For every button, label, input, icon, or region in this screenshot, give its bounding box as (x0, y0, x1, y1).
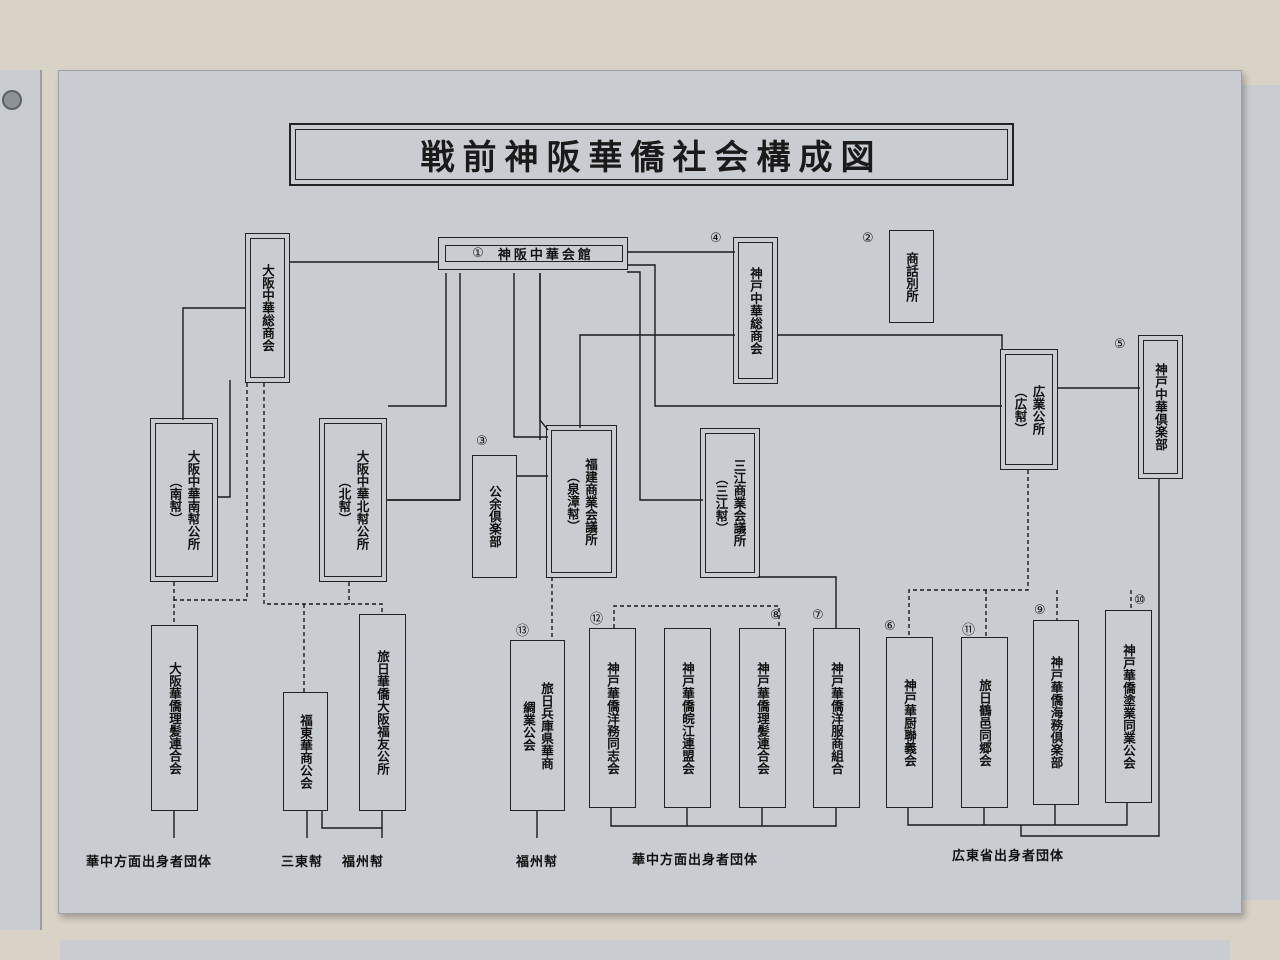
node-number-10: ⑩ (1134, 593, 1146, 608)
node-label: 大阪華僑理髪連合会 (167, 661, 182, 775)
node-sublabel: （三江幇） (713, 471, 729, 535)
node-b2: 福東華商公会 (283, 692, 328, 811)
node-label: 広業公所 (1030, 384, 1046, 435)
node-number-2: ② (862, 231, 874, 246)
node-label: 大阪中華総商会 (260, 264, 275, 352)
node-sublabel: （南幇） (167, 475, 183, 525)
adjacent-panel-bottom (60, 940, 1230, 960)
diagram-title: 戦前神阪華僑社会構成図 (295, 129, 1008, 180)
node-label: 神戸華僑理髪連合会 (755, 661, 770, 775)
node-label: 福建商業会議所 (583, 457, 598, 546)
node-kobe-soushoukai: 神戸中華総商会 (733, 237, 778, 384)
node-label: 大阪中華北幇公所 (354, 450, 370, 550)
node-b7: 神戸華僑理髪連合会 (739, 628, 786, 808)
node-b12: 神戸華僑塗業同業公会 (1105, 610, 1152, 803)
node-label: 神戸華僑洋務同志会 (605, 661, 620, 775)
node-label: 公余倶楽部 (487, 485, 502, 548)
node-label: 神戸華僑塗業同業公会 (1121, 644, 1136, 769)
node-shouwa-bessho: 商話別所 (889, 230, 934, 323)
node-osaka-soushoukai: 大阪中華総商会 (245, 233, 290, 383)
node-kobe-club: 神戸中華倶楽部 (1138, 335, 1183, 479)
node-b11: 神戸華僑海務倶楽部 (1033, 620, 1079, 805)
node-label: 神戸中華倶楽部 (1153, 363, 1168, 451)
node-b4: 旅日兵庫県華商 綢業公会 (510, 640, 565, 811)
node-label: 神戸中華総商会 (748, 266, 763, 355)
node-b5: 神戸華僑洋務同志会 (589, 628, 636, 808)
node-b1: 大阪華僑理髪連合会 (151, 625, 198, 811)
node-label: 旅日華僑大阪福友公所 (375, 650, 390, 775)
footer-label-kachu-1: 華中方面出身者団体 (86, 855, 213, 870)
node-number-9: ⑨ (1034, 603, 1046, 618)
node-label: 神戸華僑洋服商組合 (829, 661, 844, 775)
node-b6: 神戸華僑皖江連盟会 (664, 628, 711, 808)
node-label: 神阪中華会館 (497, 248, 594, 263)
wall-pin-icon (2, 90, 22, 110)
node-b9: 神戸華厨聯義会 (886, 637, 933, 808)
node-number-3: ③ (476, 434, 488, 449)
node-number-8: ⑧ (770, 608, 782, 623)
node-sublabel: （広幇） (1012, 384, 1028, 435)
node-number-11: ⑪ (962, 623, 976, 638)
node-sublabel: （北幇） (336, 475, 352, 525)
footer-label-santou: 三東幇 (281, 855, 324, 870)
node-number-13: ⑬ (516, 624, 530, 639)
footer-label-kachu-2: 華中方面出身者団体 (632, 853, 759, 868)
node-label: 大阪中華南幇公所 (185, 450, 201, 550)
node-label: 旅日兵庫県華商 (539, 681, 554, 770)
node-number-5: ⑤ (1114, 337, 1126, 352)
node-label: 神戸華厨聯義会 (902, 678, 917, 767)
title-frame: 戦前神阪華僑社会構成図 (289, 123, 1014, 186)
node-number-7: ⑦ (812, 608, 824, 623)
node-number-4: ④ (710, 231, 722, 246)
node-kanton-kousho: 広業公所 （広幇） (1000, 349, 1058, 470)
footer-label-fukushu-2: 福州幇 (516, 855, 559, 870)
node-b10: 旅日鶴邑同郷会 (961, 637, 1008, 808)
node-sublabel: 綢業公会 (521, 700, 536, 751)
node-label: 三江商業会議所 (731, 459, 747, 547)
node-sanko: 三江商業会議所 （三江幇） (700, 428, 760, 578)
node-label: 旅日鶴邑同郷会 (977, 678, 992, 767)
node-b8: 神戸華僑洋服商組合 (813, 628, 860, 808)
node-number-12: ⑫ (590, 612, 604, 627)
diagram-panel (58, 70, 1242, 914)
adjacent-panel-left (0, 70, 42, 930)
node-number-1: ① (472, 246, 484, 261)
node-fukken: 福建商業会議所 （泉漳幇） (546, 425, 617, 578)
footer-label-fukushu-1: 福州幇 (342, 855, 385, 870)
node-kobe-kaikan: ① 神阪中華会館 (438, 237, 628, 270)
node-sublabel: （泉漳幇） (565, 470, 580, 533)
footer-label-kanton: 広東省出身者団体 (952, 849, 1065, 864)
node-label: 神戸華僑海務倶楽部 (1048, 656, 1064, 769)
node-number-6: ⑥ (884, 619, 896, 634)
node-osaka-hoku: 大阪中華北幇公所 （北幇） (319, 418, 387, 582)
node-b3: 旅日華僑大阪福友公所 (359, 614, 406, 811)
node-label: 福東華商公会 (298, 714, 313, 789)
node-label: 神戸華僑皖江連盟会 (680, 661, 695, 775)
node-osaka-nan: 大阪中華南幇公所 （南幇） (150, 418, 218, 582)
node-label: 商話別所 (904, 251, 919, 302)
node-kouyo-club: 公余倶楽部 (472, 455, 517, 578)
